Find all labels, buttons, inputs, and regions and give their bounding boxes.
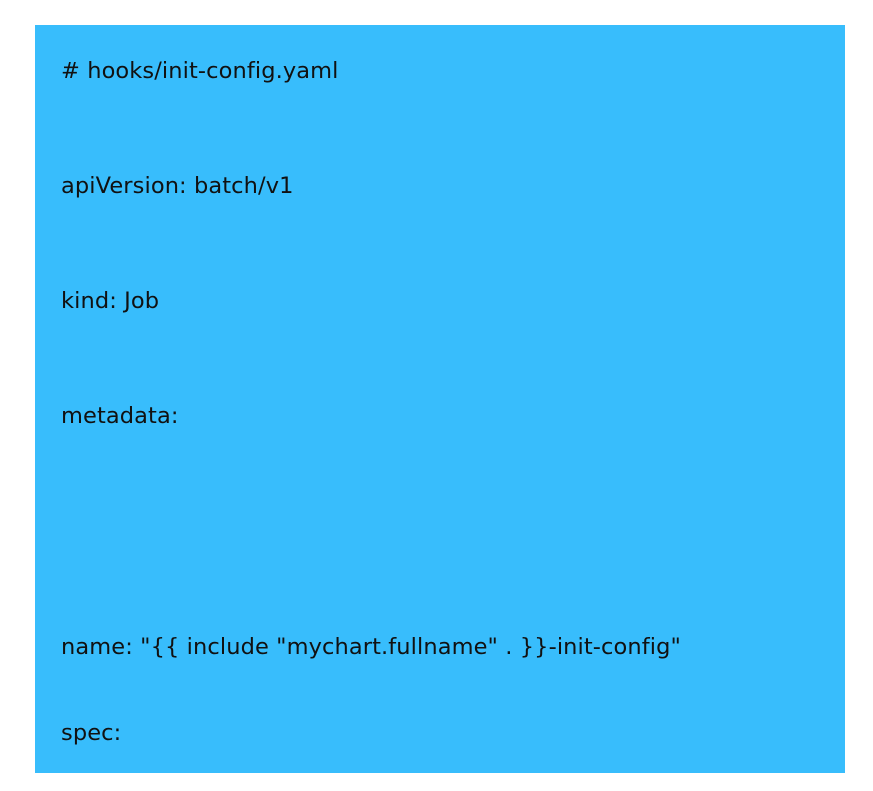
code-line-apiversion: apiVersion: batch/v1 [61, 173, 294, 199]
code-snippet-panel: # hooks/init-config.yaml apiVersion: bat… [35, 25, 845, 773]
code-line-metadata: metadata: [61, 403, 179, 429]
code-line-kind: kind: Job [61, 288, 160, 314]
code-line-blank [61, 516, 62, 546]
code-line-spec: spec: [61, 720, 122, 746]
code-line-name: name: "{{ include "mychart.fullname" . }… [61, 634, 681, 660]
yaml-code-block: # hooks/init-config.yaml apiVersion: bat… [61, 25, 835, 773]
code-line-comment-filename: # hooks/init-config.yaml [61, 58, 339, 84]
